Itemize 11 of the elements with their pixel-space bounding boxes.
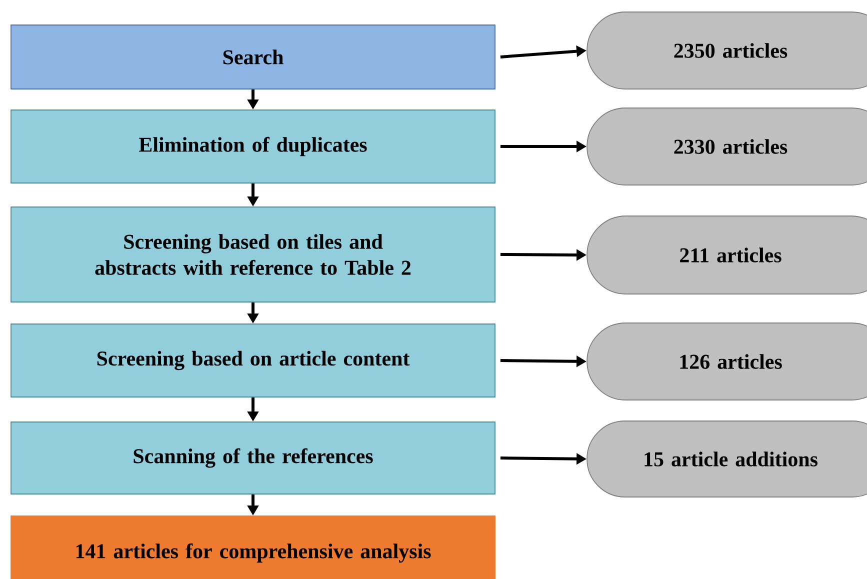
process-box: Elimination of duplicates bbox=[10, 110, 496, 184]
result-box: 141 articles for comprehensive analysis bbox=[10, 516, 496, 579]
result-pill: 15 article additions bbox=[586, 420, 867, 498]
result-pill: 2350 articles bbox=[586, 12, 867, 90]
result-pill: 211 articles bbox=[586, 216, 867, 294]
process-box: Search bbox=[10, 24, 496, 90]
result-pill: 2330 articles bbox=[586, 108, 867, 186]
result-pill: 126 articles bbox=[586, 322, 867, 400]
process-box: Screening based on tiles and abstracts with reference to Table 2 bbox=[10, 206, 496, 302]
process-box: Scanning of the references bbox=[10, 422, 496, 494]
process-box: Screening based on article content bbox=[10, 324, 496, 398]
